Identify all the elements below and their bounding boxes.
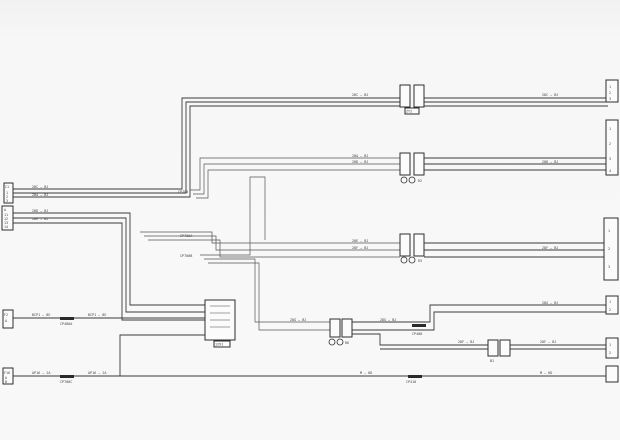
inline-connector-bottom[interactable]: B1 <box>487 339 511 363</box>
splice-label-3: CP700B <box>180 254 192 258</box>
wire-label-mid2-a: 28E — BJ <box>352 239 368 243</box>
wire-label-low-c: 28G — BJ <box>542 301 558 305</box>
r4-pin-2: 2 <box>609 308 611 312</box>
splice-block-f16 <box>60 375 74 378</box>
splice-block-low <box>412 324 426 327</box>
inline-connector-mid2[interactable]: R3 <box>399 233 425 264</box>
a-pin-14: 14 <box>4 225 8 229</box>
inline-connector-bottom-code: B1 <box>490 359 494 363</box>
inline-connector-mid1-code: R2 <box>418 179 422 183</box>
wire-label-mid1-b: 28D — BJ <box>352 160 368 164</box>
r1-pin-3: 3 <box>609 97 611 101</box>
inline-connector-mid2-code: R3 <box>418 259 422 263</box>
right-connector-r1[interactable] <box>605 79 619 103</box>
inline-connector-top[interactable]: ZT2 <box>399 84 425 115</box>
a-pin-13: 13 <box>4 221 8 225</box>
wire-bundle-left <box>13 97 400 331</box>
inline-connector-top-code: ZT2 <box>406 110 412 114</box>
splice-label-7: CP410 <box>406 380 416 384</box>
left-connector-c1-id: C1 <box>5 185 9 189</box>
wire-label-top-1: 28C — BJ <box>352 93 368 97</box>
right-connector-r5[interactable] <box>605 337 619 359</box>
relay-module-code: 1291 <box>215 343 223 347</box>
splice-label-5: CP400A <box>60 322 72 326</box>
c1-pin-3: 3 <box>6 199 8 203</box>
right-connector-bottom-edge[interactable] <box>605 365 619 383</box>
left-connector-f2-id: F2 <box>4 313 8 317</box>
c1-pin-1: 1 <box>6 191 8 195</box>
left-connector-a-id: A <box>4 208 6 212</box>
wire-label-bottom-b: 28F — BJ <box>540 340 556 344</box>
wire-label-mid2-c: 28F — BJ <box>542 246 558 250</box>
r5-pin-2: 2 <box>609 351 611 355</box>
wire-label-top-2: 28C — BJ <box>542 93 558 97</box>
bus-label-2: BCP1 — 8E <box>88 313 106 317</box>
wire-label-mid2-b: 28F — BJ <box>352 246 368 250</box>
a-pin-12: 12 <box>4 217 8 221</box>
r1-pin-2: 2 <box>609 91 611 95</box>
wire-label-mid1-c: 28D — BJ <box>542 160 558 164</box>
left-connector-f16-id: F16 <box>4 371 10 375</box>
splice-label-4: CP400 <box>412 332 422 336</box>
wire-label-1: 28C — BJ <box>32 185 48 189</box>
inline-connector-low-code: R6 <box>345 341 349 345</box>
bus-label-3: AP16 — JA <box>32 371 50 375</box>
right-connector-r2[interactable] <box>605 119 619 176</box>
c1-pin-2: 2 <box>6 195 8 199</box>
r5-pin-1: 1 <box>609 343 611 347</box>
r2-pin-1: 1 <box>609 127 611 131</box>
bottom-wire-label-1: M — KD <box>360 371 372 375</box>
bottom-wire-label-2: M — KD <box>540 371 552 375</box>
splice-label-2: CP700A <box>180 234 192 238</box>
r1-pin-1: 1 <box>609 85 611 89</box>
wire-label-low-b: 28G — BJ <box>380 318 396 322</box>
right-connector-r3[interactable] <box>603 217 619 281</box>
bus-label-1: BCP1 — 8E <box>32 313 50 317</box>
wire-label-2: 28A — BJ <box>32 193 48 197</box>
r3-pin-1: 1 <box>608 229 610 233</box>
a-pin-11: 11 <box>4 213 8 217</box>
inline-connector-mid1[interactable]: R2 <box>399 152 425 184</box>
bus-label-4: AP16 — JA <box>88 371 106 375</box>
r3-pin-3: 3 <box>608 265 610 269</box>
wire-label-3: 28D — BJ <box>32 209 48 213</box>
wire-label-bottom-a: 28F — BJ <box>458 340 474 344</box>
r4-pin-1: 1 <box>609 300 611 304</box>
splice-label-1: CP700 <box>178 190 188 194</box>
r2-pin-3: 3 <box>609 157 611 161</box>
inline-connector-low[interactable]: R6 <box>328 318 353 346</box>
splice-block-f2 <box>60 317 74 320</box>
r2-pin-2: 2 <box>609 142 611 146</box>
relay-module[interactable]: 1291 <box>204 299 236 348</box>
f2-pin-a: A <box>5 319 7 323</box>
splice-label-6: CP700C <box>60 380 72 384</box>
f16-pin-a: A <box>5 376 7 380</box>
r2-pin-4: 4 <box>609 169 611 173</box>
splice-block-bottom <box>408 375 422 378</box>
r3-pin-2: 2 <box>608 247 610 251</box>
wire-label-low-a: 28G — BJ <box>290 318 306 322</box>
right-connector-r4[interactable] <box>605 295 619 315</box>
f16-pin-b: B <box>5 380 7 384</box>
left-connector-f2[interactable]: F2 <box>2 309 14 329</box>
wire-label-4: 28E — BJ <box>32 217 48 221</box>
wire-label-mid1-a: 28A — BJ <box>352 154 368 158</box>
